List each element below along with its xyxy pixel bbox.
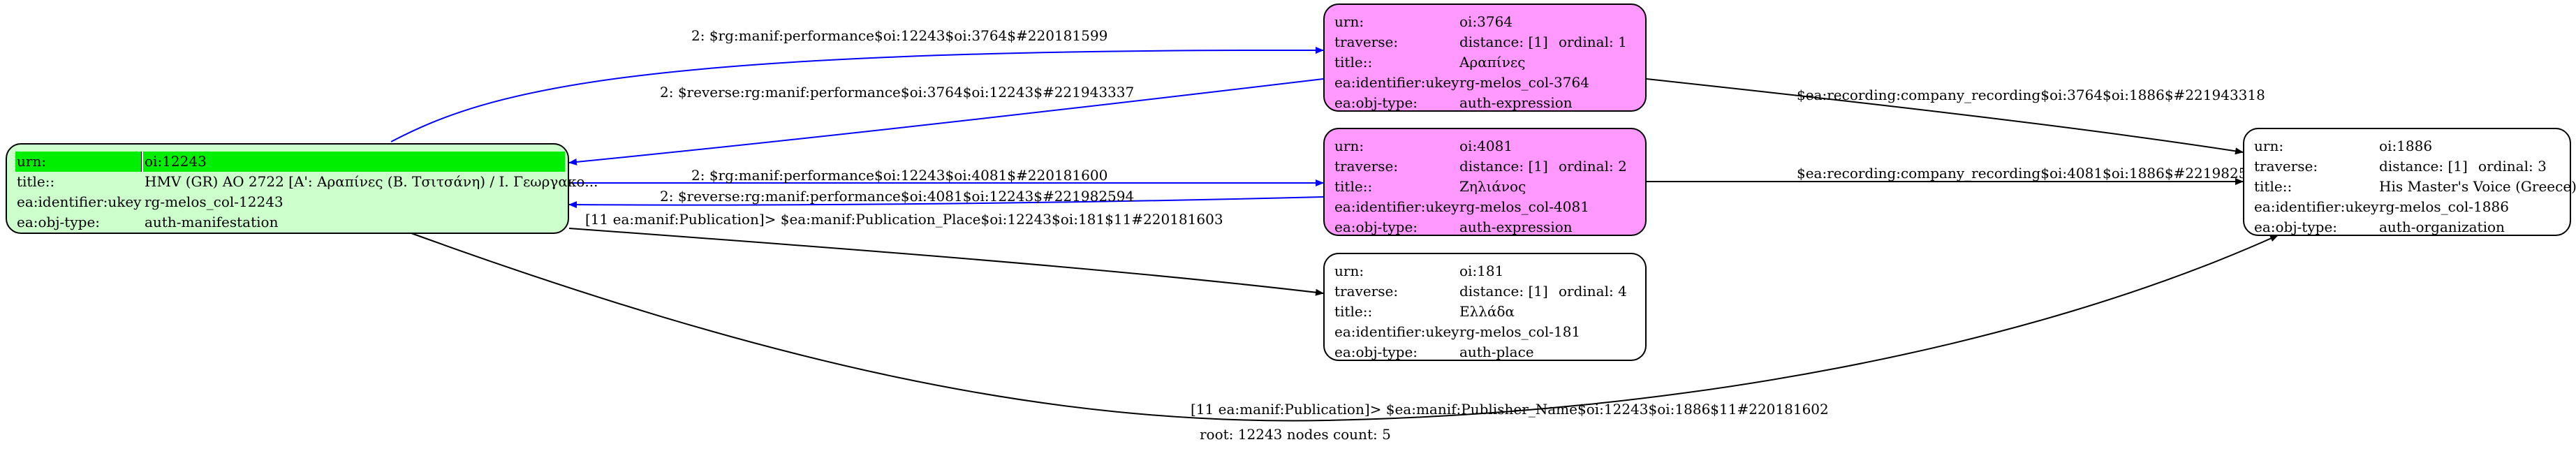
row-value: distance: [1] [1459, 283, 1548, 300]
node-3764[interactable]: urn: oi:3764 traverse: distance: [1] ord… [1323, 3, 1647, 112]
row-value: HMV (GR) AO 2722 [A': Αραπίνες (Β. Τσιτσ… [145, 173, 598, 190]
row-key: ea:identifier:ukey [17, 193, 142, 210]
row-value: oi:12243 [145, 153, 207, 170]
edge-label: 2: $reverse:rg:manif:performance$oi:3764… [660, 84, 1134, 101]
node-row-identifier: ea:identifier:ukey rg-melos_col-3764 [1334, 73, 1634, 93]
row-key: ea:identifier:ukey [2254, 198, 2379, 215]
edge-3764-to-root: 2: $reverse:rg:manif:performance$oi:3764… [568, 78, 1324, 165]
node-row-identifier: ea:identifier:ukey rg-melos_col-4081 [1334, 197, 1634, 217]
row-value: rg-melos_col-3764 [1459, 74, 1589, 91]
row-key: traverse: [1334, 158, 1399, 175]
edge-4081-to-1886: $ea:recording:company_recording$oi:4081$… [1647, 165, 2265, 185]
row-key: ea:obj-type: [1334, 344, 1418, 360]
row-key: urn: [2254, 138, 2284, 154]
row-value: auth-manifestation [145, 214, 279, 230]
edge-4081-to-root: 2: $reverse:rg:manif:performance$oi:4081… [568, 188, 1324, 209]
row-value: rg-melos_col-4081 [1459, 198, 1589, 215]
row-value: auth-organization [2379, 219, 2505, 235]
node-row-identifier: ea:identifier:ukey rg-melos_col-181 [1334, 322, 1634, 342]
edge-root-to-3764: 2: $rg:manif:performance$oi:12243$oi:376… [390, 27, 1324, 142]
node-row-title: title:: Αραπίνες [1334, 52, 1634, 73]
node-row-traverse: traverse: distance: [1] ordinal: 4 [1334, 281, 1634, 302]
row-value: oi:4081 [1459, 138, 1513, 154]
row-value: rg-melos_col-12243 [145, 193, 284, 210]
node-row-urn: urn: oi:12243 [15, 152, 565, 172]
edge-label: 2: $reverse:rg:manif:performance$oi:4081… [660, 188, 1134, 205]
row-value: auth-place [1459, 344, 1534, 360]
edge-root-to-4081: 2: $rg:manif:performance$oi:12243$oi:408… [569, 167, 1324, 186]
row-ordinal: ordinal: 3 [2478, 158, 2547, 175]
node-row-traverse: traverse: distance: [1] ordinal: 2 [1334, 156, 1634, 177]
node-row-urn: urn: oi:1886 [2254, 136, 2559, 156]
node-181[interactable]: urn: oi:181 traverse: distance: [1] ordi… [1323, 253, 1647, 361]
node-row-title: title:: Ζηλιάνος [1334, 177, 1634, 197]
node-row-objtype: ea:obj-type: auth-organization [2254, 217, 2559, 237]
row-value: auth-expression [1459, 94, 1573, 111]
row-value: Ελλάδα [1459, 303, 1515, 320]
row-value: oi:3764 [1459, 13, 1513, 30]
edge-label: [11 ea:manif:Publication]> $ea:manif:Pub… [585, 211, 1223, 228]
node-row-title: title:: HMV (GR) AO 2722 [A': Αραπίνες (… [17, 172, 598, 192]
row-key: ea:identifier:ukey [1334, 323, 1459, 340]
edge-root-to-1886: [11 ea:manif:Publication]> $ea:manif:Pub… [403, 230, 2279, 422]
edge-root-to-181: [11 ea:manif:Publication]> $ea:manif:Pub… [568, 211, 1324, 296]
row-key: ea:obj-type: [2254, 219, 2338, 235]
node-row-title: title:: Ελλάδα [1334, 302, 1634, 322]
edge-label: $ea:recording:company_recording$oi:4081$… [1797, 165, 2265, 182]
row-key: ea:obj-type: [17, 214, 101, 230]
row-key: traverse: [1334, 283, 1399, 300]
edge-label: [11 ea:manif:Publication]> $ea:manif:Pub… [1191, 401, 1829, 418]
row-key: ea:identifier:ukey [1334, 198, 1459, 215]
row-value: oi:1886 [2379, 138, 2433, 154]
row-key: traverse: [1334, 34, 1399, 50]
row-value: distance: [1] [1459, 34, 1548, 50]
row-value: Ζηλιάνος [1459, 178, 1526, 195]
node-row-title: title:: His Master's Voice (Greece) [2254, 177, 2576, 197]
node-row-identifier: ea:identifier:ukey rg-melos_col-1886 [2254, 197, 2559, 217]
row-key: urn: [1334, 13, 1364, 30]
node-row-objtype: ea:obj-type: auth-place [1334, 342, 1634, 362]
row-key: title:: [2254, 178, 2292, 195]
node-row-urn: urn: oi:4081 [1334, 136, 1634, 156]
row-ordinal: ordinal: 1 [1559, 34, 1627, 50]
row-key: title:: [17, 173, 55, 190]
row-value: oi:181 [1459, 263, 1504, 279]
node-root-12243[interactable]: urn: oi:12243 title:: HMV (GR) AO 2722 [… [6, 143, 598, 234]
row-value: distance: [1] [2379, 158, 2468, 175]
row-value: distance: [1] [1459, 158, 1548, 175]
row-ordinal: ordinal: 4 [1559, 283, 1627, 300]
row-key: urn: [1334, 263, 1364, 279]
row-key: ea:identifier:ukey [1334, 74, 1459, 91]
row-key: title:: [1334, 178, 1373, 195]
edge-label: 2: $rg:manif:performance$oi:12243$oi:408… [691, 167, 1107, 184]
row-value: rg-melos_col-181 [1459, 323, 1581, 340]
edge-label: $ea:recording:company_recording$oi:3764$… [1797, 87, 2265, 103]
node-row-objtype: ea:obj-type: auth-expression [1334, 93, 1634, 113]
row-value: auth-expression [1459, 219, 1573, 235]
row-value: rg-melos_col-1886 [2379, 198, 2509, 215]
row-value: His Master's Voice (Greece) [2379, 178, 2576, 195]
row-value: Αραπίνες [1459, 54, 1526, 71]
node-row-urn: urn: oi:3764 [1334, 12, 1634, 32]
node-row-identifier: ea:identifier:ukey rg-melos_col-12243 [17, 192, 557, 212]
edge-label: 2: $rg:manif:performance$oi:12243$oi:376… [691, 27, 1107, 44]
node-4081[interactable]: urn: oi:4081 traverse: distance: [1] ord… [1323, 128, 1647, 236]
node-row-urn: urn: oi:181 [1334, 261, 1634, 281]
row-key: traverse: [2254, 158, 2318, 175]
row-key: title:: [1334, 54, 1373, 71]
row-key: title:: [1334, 303, 1373, 320]
row-key: ea:obj-type: [1334, 94, 1418, 111]
node-row-objtype: ea:obj-type: auth-expression [1334, 217, 1634, 237]
row-key: ea:obj-type: [1334, 219, 1418, 235]
node-1886[interactable]: urn: oi:1886 traverse: distance: [1] ord… [2243, 128, 2576, 237]
row-key: urn: [1334, 138, 1364, 154]
node-row-objtype: ea:obj-type: auth-manifestation [17, 212, 557, 233]
row-key: urn: [17, 153, 47, 170]
row-ordinal: ordinal: 2 [1559, 158, 1627, 175]
node-row-traverse: traverse: distance: [1] ordinal: 3 [2254, 156, 2559, 177]
node-row-traverse: traverse: distance: [1] ordinal: 1 [1334, 32, 1634, 52]
edge-3764-to-1886: $ea:recording:company_recording$oi:3764$… [1646, 78, 2265, 155]
graph-footer: root: 12243 nodes count: 5 [1200, 426, 1391, 443]
